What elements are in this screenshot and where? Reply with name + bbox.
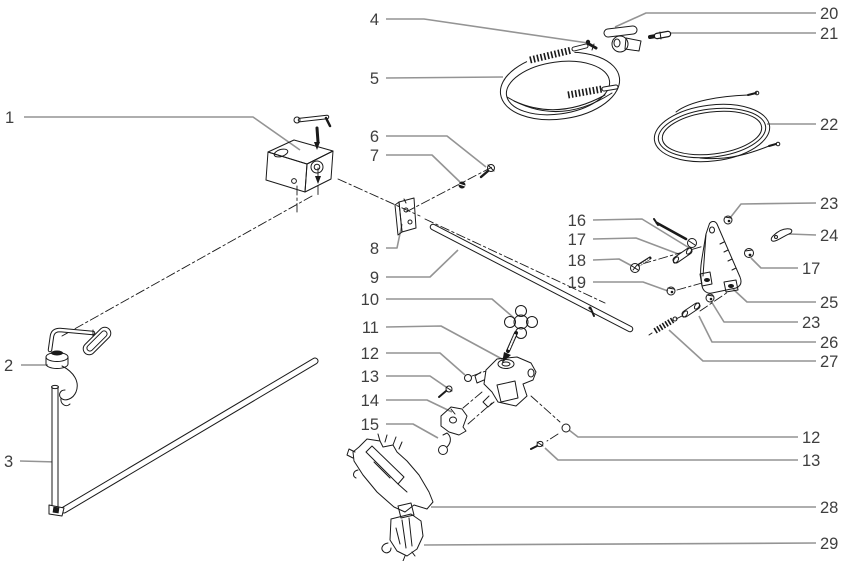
part-19-nut xyxy=(666,286,676,296)
part-21-fitting xyxy=(611,30,672,53)
callout-3: 3 xyxy=(4,453,13,471)
leader-line-18 xyxy=(592,258,633,267)
leader-line-13L xyxy=(386,375,447,388)
part-11-valve-body xyxy=(474,356,537,408)
callout-22: 22 xyxy=(820,116,838,134)
callout-20: 20 xyxy=(820,5,838,23)
callout-7: 7 xyxy=(370,147,379,165)
leader-line-17a xyxy=(592,237,682,256)
part-29-foot-valve xyxy=(381,513,424,561)
part-5-hose xyxy=(499,43,621,121)
leader-line-13R xyxy=(544,447,798,461)
part-7-nut xyxy=(458,181,466,189)
leader-line-4 xyxy=(386,18,589,44)
part-17-nut-right xyxy=(744,248,754,258)
leader-line-16 xyxy=(592,218,692,250)
callout-12L: 12 xyxy=(361,345,379,363)
callout-21: 21 xyxy=(820,25,838,43)
leader-line-10 xyxy=(386,298,515,319)
callout-19: 19 xyxy=(568,274,586,292)
part-8-plate xyxy=(394,197,417,236)
part-22-hose-coil xyxy=(653,90,781,163)
callout-labels: 1234567891011121314151617181920212223241… xyxy=(4,5,838,553)
leader-line-15 xyxy=(386,423,439,439)
leader-line-23b xyxy=(710,300,798,323)
part-17-spacer xyxy=(672,247,693,264)
callout-8: 8 xyxy=(370,240,379,258)
callout-15: 15 xyxy=(361,416,379,434)
callout-2: 2 xyxy=(4,357,13,375)
part-13-screw-left xyxy=(438,385,453,398)
leader-line-27 xyxy=(668,329,816,362)
callout-27: 27 xyxy=(820,353,838,371)
callout-23b: 23 xyxy=(802,314,820,332)
leader-line-9 xyxy=(386,249,459,278)
part-3-suction-tube xyxy=(48,357,319,517)
part-24-clip xyxy=(770,228,793,242)
leader-line-23a xyxy=(729,202,817,219)
callout-9: 9 xyxy=(370,269,379,287)
part-9-rod xyxy=(429,223,634,333)
part-6-screw xyxy=(479,164,495,179)
leader-line-1 xyxy=(24,116,301,151)
callout-6: 6 xyxy=(370,128,379,146)
callout-4: 4 xyxy=(370,11,379,29)
callout-17a: 17 xyxy=(568,231,586,249)
part-23-nut-bottom xyxy=(705,293,715,303)
part-26-spacer xyxy=(681,302,701,318)
part-1-valve-block xyxy=(265,114,334,193)
leader-line-7 xyxy=(386,154,461,183)
part-15-clip xyxy=(438,432,451,455)
part-23-nut-top xyxy=(723,215,733,225)
callout-24: 24 xyxy=(820,227,838,245)
leader-line-19 xyxy=(593,281,669,292)
callout-23a: 23 xyxy=(820,195,838,213)
leader-line-26 xyxy=(698,315,816,343)
part-16-bolt xyxy=(653,218,697,248)
callout-29: 29 xyxy=(820,535,838,553)
leader-lines xyxy=(19,12,817,546)
leader-line-11 xyxy=(385,325,503,360)
artwork xyxy=(45,25,793,561)
leader-line-8 xyxy=(386,223,403,249)
callout-18: 18 xyxy=(568,252,586,270)
leader-line-12L xyxy=(386,352,466,376)
callout-13L: 13 xyxy=(361,368,379,386)
callout-5: 5 xyxy=(370,70,379,88)
leader-line-5 xyxy=(385,76,504,79)
callout-25: 25 xyxy=(820,294,838,312)
part-18-screw xyxy=(630,256,652,273)
part-2-inlet-fitting xyxy=(45,326,112,407)
part-14-bracket xyxy=(440,406,468,436)
callout-1: 1 xyxy=(5,109,14,127)
part-12-oring-left xyxy=(464,374,472,382)
part-10-knob xyxy=(502,305,538,363)
part-28-pump-assembly xyxy=(346,433,434,519)
leader-line-3 xyxy=(19,460,58,463)
callout-16: 16 xyxy=(568,212,586,230)
part-25-bracket xyxy=(699,221,742,294)
part-12-oring-right xyxy=(561,423,571,433)
callout-12R: 12 xyxy=(802,429,820,447)
callout-14: 14 xyxy=(361,392,379,410)
part-20-cylinder xyxy=(603,25,638,38)
part-4-hose-fitting xyxy=(585,39,598,51)
callout-17b: 17 xyxy=(802,260,820,278)
leader-line-25 xyxy=(732,288,816,303)
callout-11: 11 xyxy=(362,319,379,337)
part-13-screw-right xyxy=(530,440,544,450)
leader-line-24 xyxy=(788,233,817,236)
callout-13R: 13 xyxy=(802,452,820,470)
leader-line-29 xyxy=(423,542,817,546)
callout-26: 26 xyxy=(820,334,838,352)
callout-28: 28 xyxy=(820,499,838,517)
leader-line-6 xyxy=(386,135,487,168)
callout-10: 10 xyxy=(361,291,379,309)
leader-line-17b xyxy=(750,257,798,269)
leader-line-20 xyxy=(614,12,816,28)
leader-line-14 xyxy=(386,399,453,413)
leader-line-12R xyxy=(568,429,798,438)
part-27-spring xyxy=(648,316,678,336)
